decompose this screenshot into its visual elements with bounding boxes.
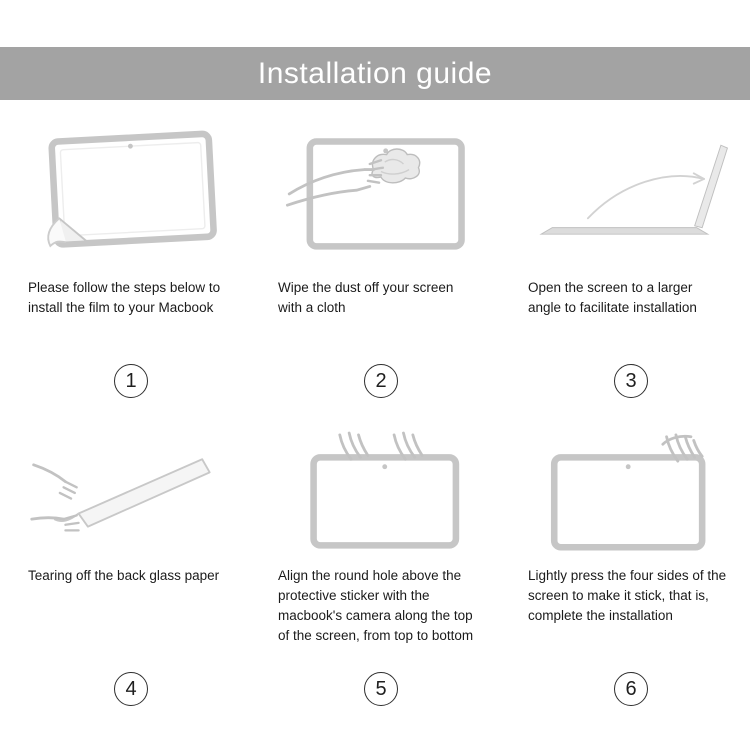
step-description: Tearing off the back glass paper (28, 568, 220, 583)
step-number-badge: 1 (114, 364, 148, 398)
screen-frame-icon (310, 454, 460, 549)
step-number: 2 (375, 369, 387, 392)
step-5: Align the round hole above the protectiv… (250, 424, 500, 750)
hand-icon (32, 463, 78, 500)
align-film-icon (310, 431, 460, 549)
steps-grid: Please follow the steps below to install… (0, 118, 750, 750)
step-2: Wipe the dust off your screen with a clo… (250, 118, 500, 424)
step-number: 5 (375, 677, 387, 700)
step-number-badge: 2 (364, 364, 398, 398)
step-3: Open the screen to a larger angle to fac… (500, 118, 750, 424)
step-1: Please follow the steps below to install… (0, 118, 250, 424)
step-6: Lightly press the four sides of the scre… (500, 424, 750, 750)
step-number: 4 (125, 677, 137, 700)
step-description: Wipe the dust off your screen with a clo… (278, 280, 454, 315)
align-film-illustration (278, 428, 484, 556)
step-number-badge: 6 (614, 672, 648, 706)
page-title: Installation guide (257, 56, 493, 90)
step-number: 3 (625, 369, 637, 392)
step-number: 1 (125, 369, 137, 392)
open-angle-illustration (528, 118, 734, 268)
step-4: Tearing off the back glass paper 4 (0, 424, 250, 750)
screen-frame-icon (306, 138, 465, 250)
press-edges-illustration (528, 428, 734, 556)
step-number-badge: 3 (614, 364, 648, 398)
screen-frame-icon (48, 130, 217, 248)
camera-dot-icon (382, 464, 388, 470)
backing-film-icon (77, 458, 211, 528)
header-banner: Installation guide (0, 47, 750, 100)
step-number-badge: 5 (364, 672, 398, 706)
step-number: 6 (625, 677, 637, 700)
hand-icon (338, 431, 370, 461)
open-arrow-icon (586, 172, 705, 220)
camera-dot-icon (383, 148, 389, 154)
laptop-angle-icon (539, 144, 729, 235)
wipe-cloth-icon (285, 138, 465, 250)
step-description: Open the screen to a larger angle to fac… (528, 280, 697, 315)
step-description: Please follow the steps below to install… (28, 280, 221, 315)
screen-peel-icon (47, 130, 217, 248)
tear-backing-illustration (28, 428, 234, 556)
camera-dot-icon (127, 143, 133, 149)
laptop-base-icon (539, 227, 710, 235)
hand-icon (285, 159, 385, 207)
hand-icon (392, 431, 424, 461)
screen-frame-icon (550, 454, 706, 551)
tear-film-icon (30, 458, 211, 532)
cloth-icon (371, 148, 421, 184)
step-number-badge: 4 (114, 672, 148, 706)
hand-icon (661, 433, 704, 463)
camera-dot-icon (625, 464, 631, 470)
peeling-screen-illustration (28, 118, 234, 268)
press-screen-icon (550, 433, 706, 551)
wipe-screen-illustration (278, 118, 484, 268)
step-description: Align the round hole above the protectiv… (278, 568, 474, 643)
step-description: Lightly press the four sides of the scre… (528, 568, 727, 623)
laptop-lid-icon (694, 144, 729, 229)
hand-icon (30, 514, 80, 532)
film-curl-icon (47, 217, 67, 248)
